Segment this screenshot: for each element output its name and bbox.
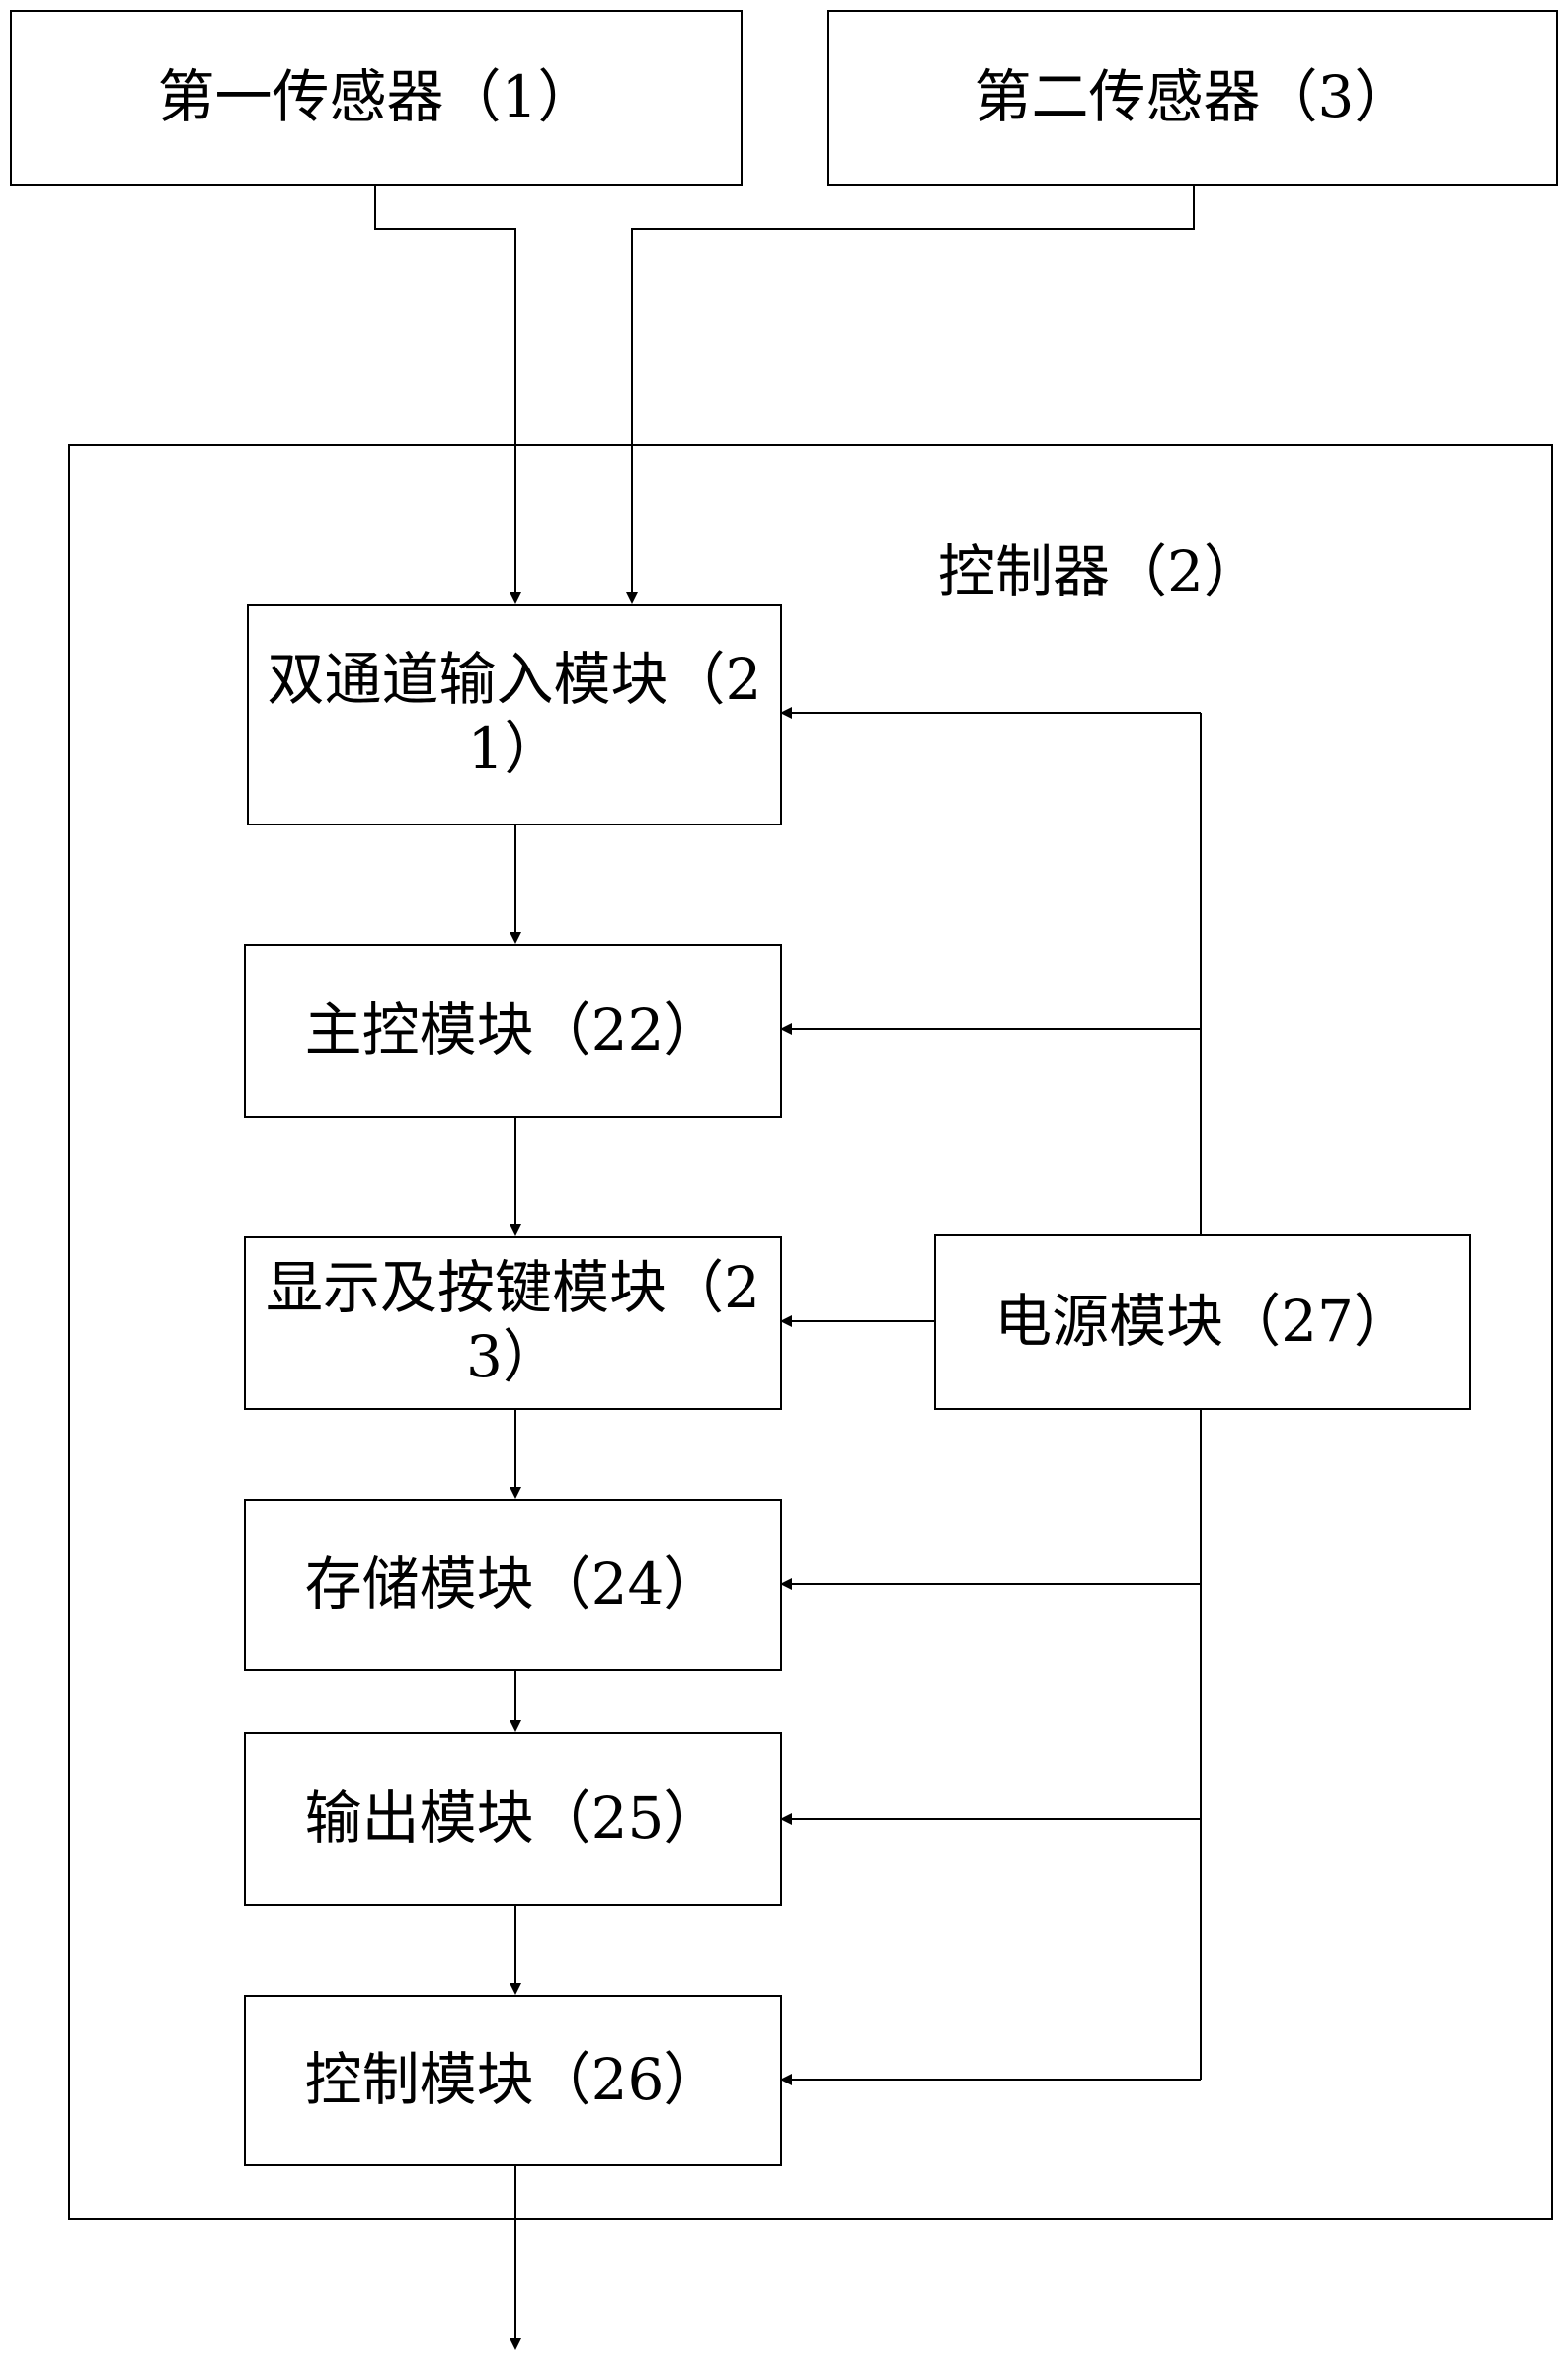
power-module-label: 电源模块（27）	[994, 1288, 1411, 1356]
wire-sensor1-to-input	[374, 184, 521, 604]
storage-module-label: 存储模块（24）	[304, 1550, 722, 1618]
display-keys-module: 显示及按键模块（23）	[244, 1236, 782, 1410]
controller-container	[68, 444, 1553, 2220]
display-keys-module-label: 显示及按键模块（23）	[266, 1254, 760, 1390]
first-sensor-label: 第一传感器（1）	[157, 63, 595, 131]
output-module: 输出模块（25）	[244, 1732, 782, 1906]
control-module-label: 控制模块（26）	[304, 2046, 722, 2114]
controller-label: 控制器（2）	[938, 538, 1261, 605]
second-sensor-label: 第二传感器（3）	[974, 63, 1412, 131]
first-sensor-box: 第一传感器（1）	[10, 10, 743, 186]
output-module-label: 输出模块（25）	[304, 1784, 722, 1852]
dual-input-module-label: 双通道输入模块（21）	[267, 646, 762, 782]
wire-sensor2-to-input	[626, 184, 1195, 604]
control-module: 控制模块（26）	[244, 1995, 782, 2166]
storage-module: 存储模块（24）	[244, 1499, 782, 1671]
main-control-module: 主控模块（22）	[244, 944, 782, 1118]
second-sensor-box: 第二传感器（3）	[827, 10, 1558, 186]
power-module: 电源模块（27）	[934, 1234, 1471, 1410]
main-control-module-label: 主控模块（22）	[304, 996, 722, 1064]
dual-input-module: 双通道输入模块（21）	[247, 604, 782, 825]
